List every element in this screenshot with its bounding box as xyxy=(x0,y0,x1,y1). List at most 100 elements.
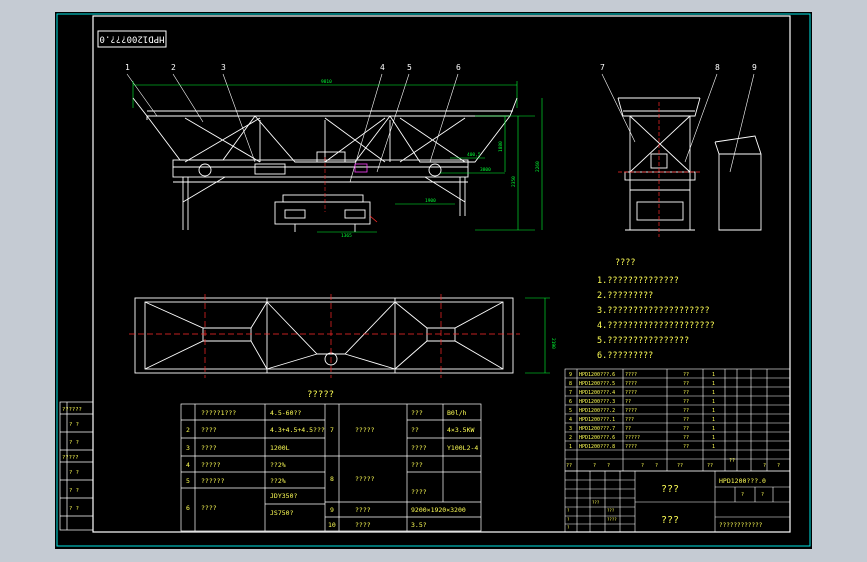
left-strip-cell: ? ? xyxy=(69,488,79,494)
title-block-grid xyxy=(564,470,791,533)
callout-leaders xyxy=(126,73,755,183)
bom-cell: ?? xyxy=(683,426,689,432)
bom-cell: HPD1200???.8 xyxy=(579,444,615,450)
bom-cell: 1 xyxy=(712,399,715,405)
left-strip-cell: ? ? xyxy=(69,470,79,476)
bom-header-cell: ? xyxy=(641,463,644,469)
bom-cell: 1 xyxy=(712,426,715,432)
param-cell: ???? xyxy=(411,444,427,452)
front-view-dim-text: 9810 2260 2350 1880 400,5 3800 1900 1365 xyxy=(321,79,541,239)
bom-cell: HPD1200???.3 xyxy=(579,399,615,405)
tech-req-line-4: 4.????????????????????? xyxy=(597,321,715,331)
bom-cell: 1 xyxy=(712,390,715,396)
left-strip-cell: ? ? xyxy=(69,440,79,446)
title-block-company: ??? xyxy=(661,515,679,526)
param-cell: ??2% xyxy=(270,461,286,469)
bom-cell: HPD1200???.6 xyxy=(579,435,615,441)
bom-header-cell: ? xyxy=(777,463,780,469)
param-cell: ?????? xyxy=(201,477,225,485)
dim-right-height-1: 2260 xyxy=(535,161,541,172)
bom-table-grid xyxy=(564,368,791,472)
param-cell: ??2% xyxy=(270,477,286,485)
bom-cell: ?? xyxy=(683,444,689,450)
bom-cell: HPD1200???.7 xyxy=(579,426,615,432)
param-table-text: ?????1??? 4.5-60?? 2 ???? 4.3+4.5+4.5???… xyxy=(186,409,478,529)
bom-cell: 1 xyxy=(712,444,715,450)
left-strip-cell: ? ? xyxy=(69,506,79,512)
dim-mid-2: 3800 xyxy=(480,167,491,173)
bom-cell: ?? xyxy=(683,390,689,396)
bom-header-cell: ? xyxy=(655,463,658,469)
tech-requirements: ???? 1.?????????????? 2.????????? 3.????… xyxy=(597,258,715,361)
bom-cell: 1 xyxy=(712,408,715,414)
title-block-small: ? xyxy=(567,508,570,513)
param-cell: 4 xyxy=(186,461,190,469)
bom-cell: ???? xyxy=(625,381,637,387)
bom-cell: HPD1200???.4 xyxy=(579,390,615,396)
param-cell: 7 xyxy=(330,426,334,434)
callout-1: 1 xyxy=(125,63,130,72)
param-cell: ???? xyxy=(411,488,427,496)
bom-cell: ?? xyxy=(625,399,631,405)
param-cell: ???? xyxy=(355,506,371,514)
bom-cell: 4 xyxy=(569,417,572,423)
param-cell: ????? xyxy=(355,475,375,483)
title-block-small: ? xyxy=(761,492,764,498)
callout-4: 4 xyxy=(380,63,385,72)
bom-cell: HPD1200???.2 xyxy=(579,408,615,414)
bom-cell: 2 xyxy=(569,435,572,441)
side-view xyxy=(617,97,762,231)
bom-cell: HPD1200???.6 xyxy=(579,372,615,378)
bom-cell: 3 xyxy=(569,426,572,432)
dim-right-height-3: 1880 xyxy=(498,141,504,152)
param-cell: 5 xyxy=(186,477,190,485)
front-view-accents xyxy=(324,157,378,223)
param-cell: 4.3+4.5+4.5??? xyxy=(270,426,325,434)
bom-cell: ??? xyxy=(625,417,634,423)
dim-base-width: 1365 xyxy=(341,233,352,239)
bom-cell: ?? xyxy=(683,408,689,414)
param-cell: Y100L2-4 xyxy=(447,444,478,452)
title-block-code: HPD1200???.0 xyxy=(719,477,766,485)
title-block-small: ? xyxy=(567,525,570,530)
title-block-name: ??? xyxy=(661,484,679,495)
bom-cell: ???? xyxy=(625,372,637,378)
param-cell: 4×3.5KW xyxy=(447,426,474,434)
tech-req-line-1: 1.?????????????? xyxy=(597,276,679,286)
bom-header-cell: ?? xyxy=(677,463,683,469)
param-cell: ???? xyxy=(201,444,217,452)
param-table-title: ????? xyxy=(307,390,334,400)
drawing-sheet[interactable]: HPD1200???.0 1 2 3 4 5 6 7 8 9 xyxy=(55,12,812,549)
param-cell: 4.5-60?? xyxy=(270,409,301,417)
bom-cell: ?? xyxy=(625,426,631,432)
dim-right-height-2: 2350 xyxy=(511,176,517,187)
dim-belt-len: 1900 xyxy=(425,198,436,204)
bom-header-cell: ?? xyxy=(566,463,572,469)
title-block-small: ??? xyxy=(607,508,615,513)
left-strip-table xyxy=(59,401,94,531)
param-cell: 1200L xyxy=(270,444,290,452)
param-cell: 10 xyxy=(328,521,336,529)
param-cell: JDY350? xyxy=(270,492,297,500)
tech-req-line-3: 3.???????????????????? xyxy=(597,306,710,316)
bom-cell: ????? xyxy=(625,435,640,441)
param-cell: B0l/h xyxy=(447,409,467,417)
bom-cell: 1 xyxy=(712,381,715,387)
bom-cell: ???? xyxy=(625,390,637,396)
drawing-canvas: HPD1200???.0 1 2 3 4 5 6 7 8 9 xyxy=(56,13,811,547)
bom-header-cell: ? xyxy=(593,463,596,469)
callout-3: 3 xyxy=(221,63,226,72)
param-cell: 9 xyxy=(330,506,334,514)
dim-overall-length: 9810 xyxy=(321,79,332,85)
bom-cell: 6 xyxy=(569,399,572,405)
bom-header-cell: ?? xyxy=(707,463,713,469)
front-view xyxy=(132,81,518,232)
bom-cell: ???? xyxy=(625,444,637,450)
front-view-dims xyxy=(317,98,543,233)
callout-8: 8 xyxy=(715,63,720,72)
drawing-code-text: HPD1200???.0 xyxy=(99,34,164,44)
param-table-grid xyxy=(180,403,482,532)
inner-frame xyxy=(92,15,791,533)
left-strip-text: ?????? ? ? ? ? ????? ? ? ? ? ? ? xyxy=(62,407,82,512)
